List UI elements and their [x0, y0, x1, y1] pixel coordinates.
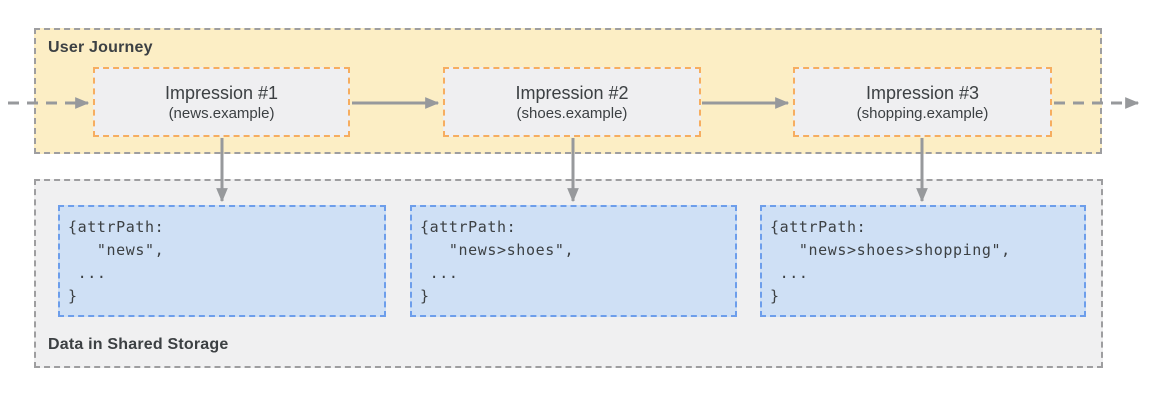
- impression-1-title: Impression #1: [164, 82, 279, 103]
- user-journey-label: User Journey: [48, 39, 153, 56]
- impression-1-domain: (news.example): [168, 104, 275, 122]
- storage-entry-3: {attrPath: "news>shoes>shopping", ... }: [760, 205, 1086, 317]
- impression-2-title: Impression #2: [515, 82, 629, 103]
- impression-box-3: Impression #3 (shopping.example): [793, 67, 1052, 137]
- impression-box-1: Impression #1 (news.example): [93, 67, 350, 137]
- storage-entry-1: {attrPath: "news", ... }: [58, 205, 386, 317]
- storage-entry-2: {attrPath: "news>shoes", ... }: [410, 205, 737, 317]
- impression-3-title: Impression #3: [865, 82, 980, 103]
- shared-storage-label: Data in Shared Storage: [48, 336, 229, 353]
- impression-box-2: Impression #2 (shoes.example): [443, 67, 701, 137]
- impression-3-domain: (shopping.example): [856, 104, 989, 122]
- impression-2-domain: (shoes.example): [516, 104, 628, 122]
